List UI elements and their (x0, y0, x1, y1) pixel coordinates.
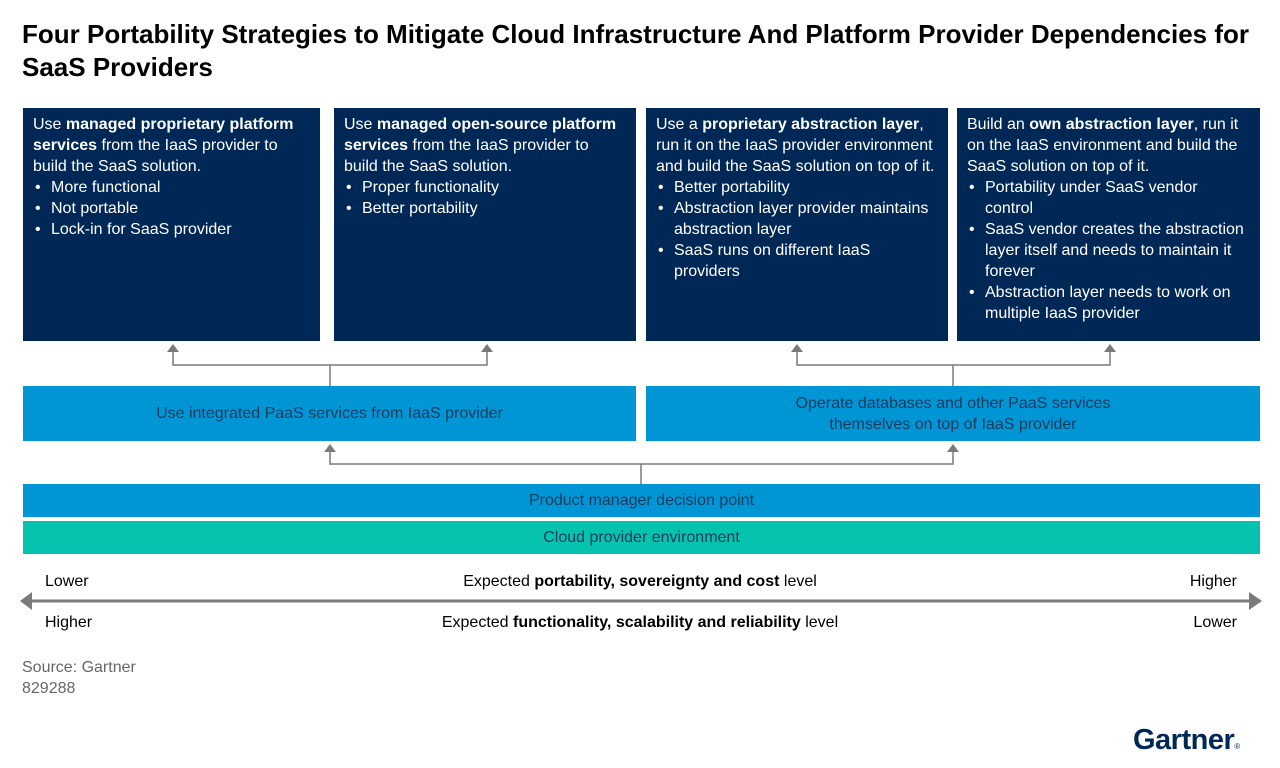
source-note: Source: Gartner 829288 (22, 657, 136, 699)
page-title: Four Portability Strategies to Mitigate … (22, 19, 1249, 82)
arrow-up-icon (791, 344, 803, 352)
strategy-bullets: Better portability Abstraction layer pro… (656, 177, 938, 282)
bullet-item: Abstraction layer provider maintains abs… (656, 198, 938, 240)
intro-text: from the IaaS provider to build the SaaS… (344, 137, 589, 175)
path-self-operated-paas: Operate databases and other PaaS service… (646, 386, 1260, 441)
axis-bottom-caption: Expected functionality, scalability and … (0, 614, 1280, 632)
intro-text: Use (344, 116, 377, 133)
strategy-intro: Use managed proprietary platform service… (33, 114, 310, 177)
bullet-item: Not portable (33, 198, 310, 219)
bullet-item: SaaS runs on different IaaS providers (656, 240, 938, 282)
intro-text: from the IaaS provider to build the SaaS… (33, 137, 278, 175)
strategy-intro: Use managed open-source platform service… (344, 114, 626, 177)
strategy-bullets: Portability under SaaS vendor control Sa… (967, 177, 1250, 324)
path-integrated-paas: Use integrated PaaS services from IaaS p… (23, 386, 636, 441)
caption-bold: portability, sovereignty and cost (534, 573, 780, 590)
bullet-item: More functional (33, 177, 310, 198)
caption-text: level (779, 573, 817, 590)
arrow-up-icon (947, 444, 959, 452)
strategy-intro: Use a proprietary abstraction layer, run… (656, 114, 938, 177)
bullet-item: Proper functionality (344, 177, 626, 198)
axis-top-caption: Expected portability, sovereignty and co… (0, 573, 1280, 591)
arrow-right-icon (1249, 592, 1262, 610)
intro-bold: proprietary abstraction layer (702, 116, 920, 133)
intro-text: , run it on the IaaS provider environmen… (656, 116, 935, 175)
strategy-card-proprietary-abstraction: Use a proprietary abstraction layer, run… (646, 108, 948, 341)
strategy-card-own-abstraction: Build an own abstraction layer, run it o… (957, 108, 1260, 341)
intro-bold: own abstraction layer (1029, 116, 1194, 133)
bullet-item: Better portability (344, 198, 626, 219)
strategy-card-open-source-platform: Use managed open-source platform service… (334, 108, 636, 341)
axis-top-right-label: Higher (1189, 573, 1237, 590)
band-label: Product manager decision point (528, 491, 755, 509)
intro-bold: managed proprietary platform services (33, 116, 294, 154)
path-label: Use integrated PaaS services from IaaS p… (156, 405, 503, 422)
bullet-item: Abstraction layer needs to work on multi… (967, 282, 1250, 324)
registered-mark: ® (1234, 742, 1240, 751)
bullet-item: Lock-in for SaaS provider (33, 219, 310, 240)
strategy-bullets: Proper functionality Better portability (344, 177, 626, 219)
gartner-logo: Gartner® (1133, 724, 1240, 757)
axis-bottom-right-label: Lower (1193, 614, 1237, 631)
connector-right-pair (796, 352, 1111, 366)
strategy-bullets: More functional Not portable Lock-in for… (33, 177, 310, 240)
axis-top-left-label: Lower (45, 573, 89, 590)
caption-text: Expected (441, 614, 513, 631)
intro-text: Build an (967, 116, 1030, 133)
arrow-up-icon (324, 444, 336, 452)
bullet-item: SaaS vendor creates the abstraction laye… (967, 219, 1250, 282)
environment-band: Cloud provider environment (23, 521, 1260, 554)
bullet-item: Portability under SaaS vendor control (967, 177, 1250, 219)
caption-bold: functionality, scalability and reliabili… (513, 614, 801, 631)
arrow-left-icon (20, 592, 32, 610)
caption-text: level (800, 614, 839, 631)
decision-point-band: Product manager decision point (23, 484, 1260, 517)
arrow-up-icon (481, 344, 493, 352)
document-id: 829288 (22, 680, 76, 697)
intro-text: Use (33, 116, 66, 133)
caption-text: Expected (463, 573, 535, 590)
intro-text: , run it on the IaaS environment and bui… (967, 116, 1239, 175)
source-text: Source: Gartner (22, 659, 136, 676)
arrow-up-icon (1104, 344, 1116, 352)
logo-text: Gartner (1133, 724, 1235, 756)
intro-text: Use a (656, 116, 703, 133)
path-label: Operate databases and other PaaS service… (795, 394, 1111, 433)
intro-bold: managed open-source platform services (344, 116, 617, 154)
strategy-intro: Build an own abstraction layer, run it o… (967, 114, 1250, 177)
connector-decision (329, 452, 954, 465)
bullet-item: Better portability (656, 177, 938, 198)
band-label: Cloud provider environment (543, 528, 740, 546)
strategy-card-proprietary-platform: Use managed proprietary platform service… (23, 108, 320, 341)
axis-bottom-left-label: Higher (45, 614, 93, 631)
arrow-up-icon (167, 344, 179, 352)
connector-left-pair (172, 352, 488, 366)
